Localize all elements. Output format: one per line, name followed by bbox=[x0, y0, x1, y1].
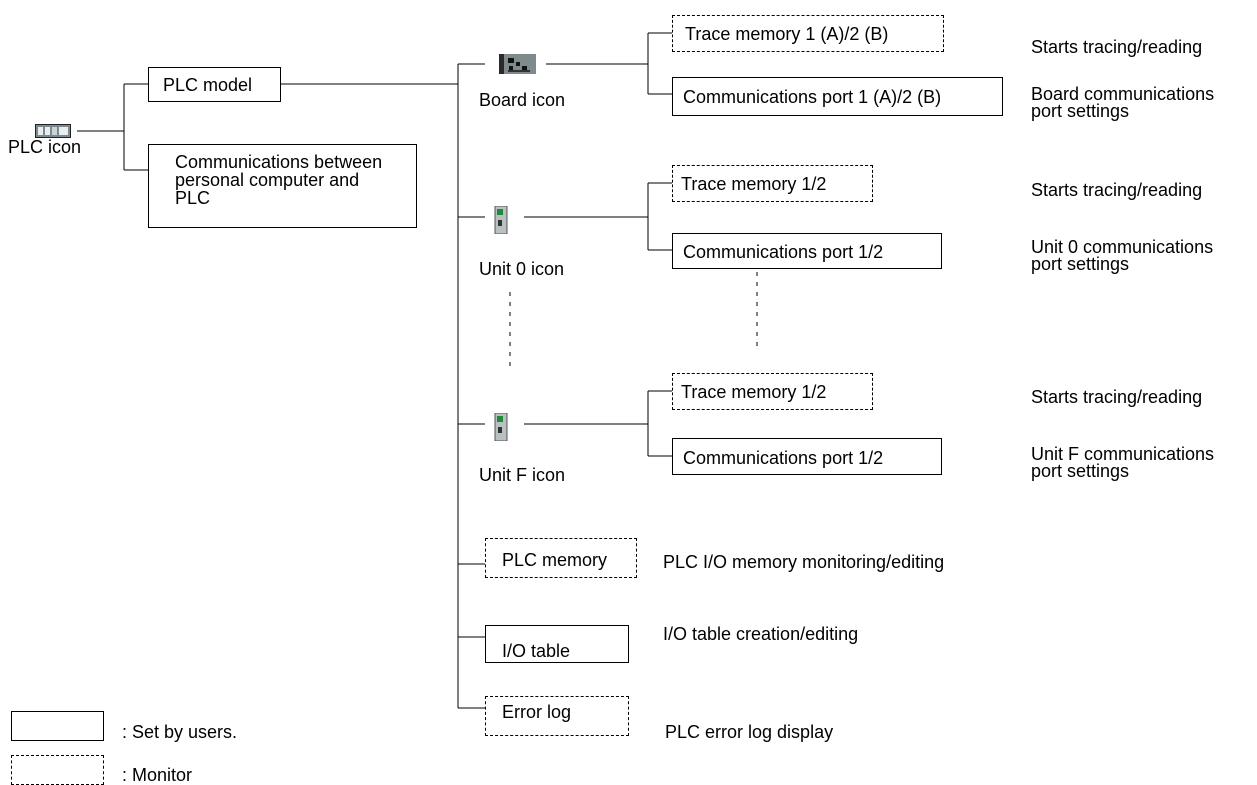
board-trace-memory-box: Trace memory 1 (A)/2 (B) bbox=[672, 15, 944, 52]
unit-0-comm-port-box: Communications port 1/2 bbox=[672, 233, 942, 269]
plc-model-box: PLC model bbox=[148, 67, 281, 102]
plc-memory-label: PLC memory bbox=[502, 550, 608, 570]
io-table-label: I/O table bbox=[502, 641, 571, 661]
legend-solid-swatch bbox=[11, 711, 104, 741]
plc-model-label: PLC model bbox=[163, 75, 253, 95]
pc-plc-communications-label: Communications between personal computer… bbox=[175, 152, 383, 208]
unit-f-icon bbox=[494, 413, 508, 441]
unit-f-trace-desc: Starts tracing/reading bbox=[1031, 387, 1203, 407]
pc-plc-communications-box: Communications between personal computer… bbox=[148, 144, 417, 228]
board-trace-desc: Starts tracing/reading bbox=[1031, 37, 1203, 57]
legend-set-by-users: : Set by users. bbox=[122, 722, 238, 742]
error-log-box: Error log bbox=[485, 696, 629, 736]
unit-0-trace-memory-label: Trace memory 1/2 bbox=[681, 174, 827, 194]
board-comm-port-box: Communications port 1 (A)/2 (B) bbox=[672, 77, 1003, 116]
unit-f-comm-port-label: Communications port 1/2 bbox=[683, 448, 884, 468]
unit-0-port-desc: Unit 0 communications port settings bbox=[1031, 237, 1214, 274]
unit-f-trace-memory-box: Trace memory 1/2 bbox=[672, 373, 873, 410]
board-port-desc: Board communications port settings bbox=[1031, 84, 1215, 121]
unit-0-trace-desc: Starts tracing/reading bbox=[1031, 180, 1203, 200]
io-table-box: I/O table bbox=[485, 625, 629, 663]
board-trace-memory-label: Trace memory 1 (A)/2 (B) bbox=[685, 24, 889, 44]
board-comm-port-label: Communications port 1 (A)/2 (B) bbox=[683, 87, 942, 107]
plc-rack-icon bbox=[35, 124, 71, 138]
legend-dashed-swatch bbox=[11, 755, 104, 785]
unit-0-icon-label: Unit 0 icon bbox=[479, 259, 565, 279]
unit-f-trace-memory-label: Trace memory 1/2 bbox=[681, 382, 827, 402]
board-icon-label: Board icon bbox=[479, 90, 566, 110]
unit-0-icon bbox=[494, 206, 508, 234]
error-log-desc: PLC error log display bbox=[665, 722, 834, 742]
legend-monitor: : Monitor bbox=[122, 765, 193, 785]
plc-memory-desc: PLC I/O memory monitoring/editing bbox=[663, 552, 945, 572]
plc-icon-label: PLC icon bbox=[8, 137, 82, 157]
unit-f-comm-port-box: Communications port 1/2 bbox=[672, 438, 942, 475]
board-icon bbox=[499, 54, 536, 74]
plc-memory-box: PLC memory bbox=[485, 538, 637, 578]
unit-0-comm-port-label: Communications port 1/2 bbox=[683, 242, 884, 262]
unit-0-trace-memory-box: Trace memory 1/2 bbox=[672, 165, 873, 202]
unit-f-icon-label: Unit F icon bbox=[479, 465, 566, 485]
unit-f-port-desc: Unit F communications port settings bbox=[1031, 444, 1215, 481]
io-table-desc: I/O table creation/editing bbox=[663, 624, 859, 644]
error-log-label: Error log bbox=[502, 702, 572, 722]
